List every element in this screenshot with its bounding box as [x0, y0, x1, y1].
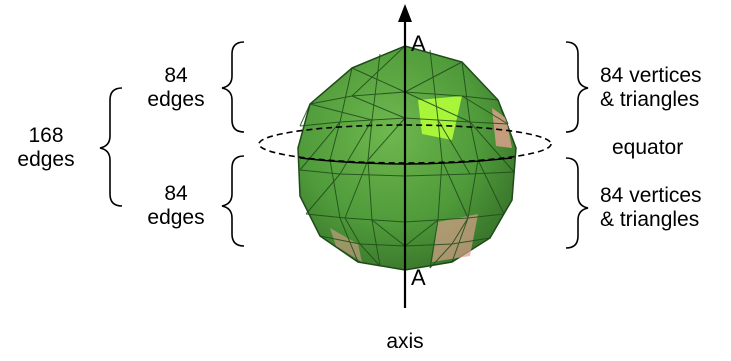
- label-total-edges-count: 168: [28, 124, 64, 147]
- label-total-edges-word: edges: [17, 148, 75, 171]
- label-upper-vertices-line2: & triangles: [600, 88, 700, 111]
- brace-total-left: [99, 87, 123, 207]
- axis-arrowhead: [398, 4, 412, 22]
- label-lower-vertices-line1: 84 vertices: [600, 184, 702, 207]
- brace-lower-right: [565, 157, 589, 249]
- pink-face-lower: [432, 214, 478, 262]
- brace-upper-left: [221, 41, 245, 133]
- label-axis: axis: [386, 330, 424, 353]
- brace-upper-right: [565, 41, 589, 133]
- equator-ellipse: [258, 124, 552, 164]
- brace-lower-left: [221, 155, 245, 247]
- label-upper-vertices-line1: 84 vertices: [600, 64, 702, 87]
- highlight-face: [418, 96, 462, 140]
- label-lower-half-edges-word: edges: [147, 206, 205, 229]
- label-equator: equator: [612, 136, 684, 159]
- label-upper-half-edges-word: edges: [147, 88, 205, 111]
- label-lower-vertices-line2: & triangles: [600, 208, 700, 231]
- label-axis-top-point: A: [411, 31, 426, 56]
- label-axis-bottom-point: A: [411, 265, 426, 290]
- label-lower-half-edges-count: 84: [164, 182, 188, 205]
- label-upper-half-edges-count: 84: [164, 64, 188, 87]
- pink-face-upper: [492, 108, 512, 148]
